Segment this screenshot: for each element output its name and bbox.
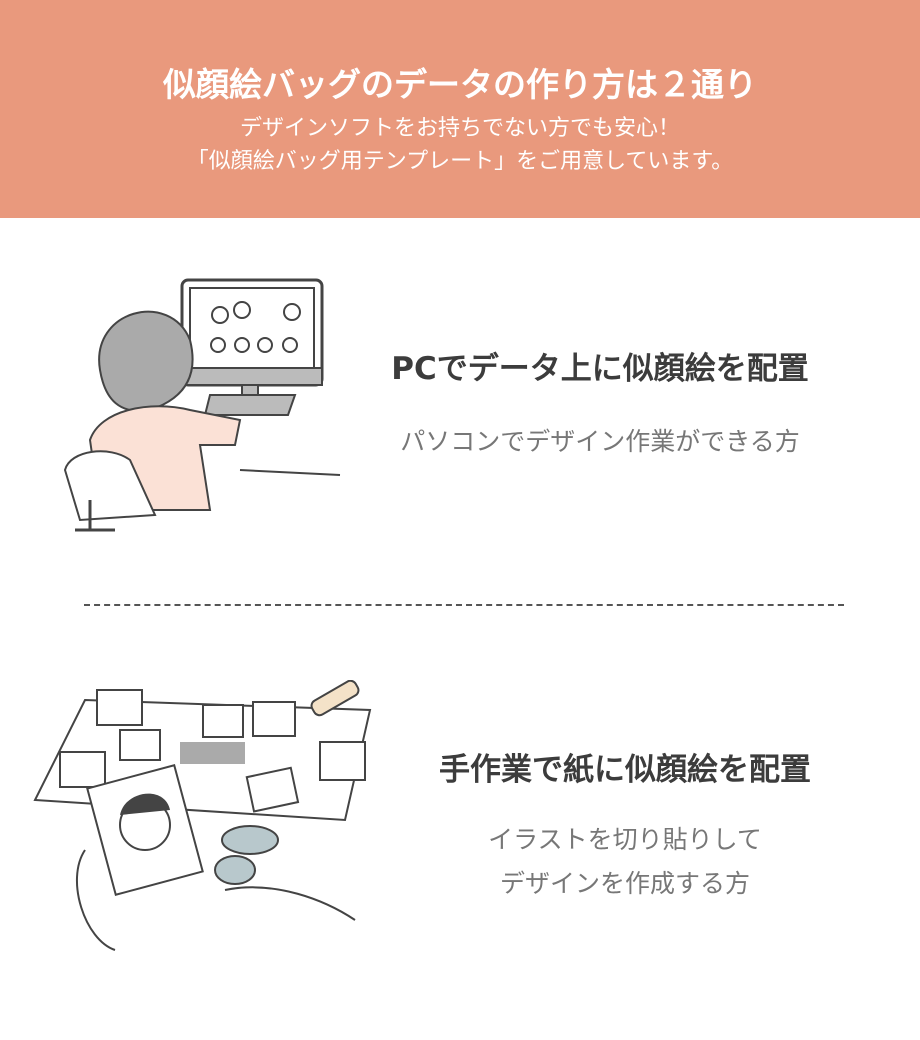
method-pc-heading: PCでデータ上に似顔絵を配置 [391, 351, 809, 387]
method-manual-desc: イラストを切り貼りして デザインを作成する方 [380, 818, 870, 906]
section-divider [84, 604, 844, 606]
header-subtitle: デザインソフトをお持ちでない方でも安心！ 「似顔絵バッグ用テンプレート」をご用意… [0, 112, 920, 178]
subtitle-line-2: 「似顔絵バッグ用テンプレート」をご用意しています。 [186, 149, 734, 174]
subtitle-line-1: デザインソフトをお持ちでない方でも安心！ [239, 116, 680, 141]
method-pc-desc: パソコンでデザイン作業ができる方 [340, 420, 860, 464]
person-at-computer-illustration [63, 278, 341, 532]
method-manual-heading: 手作業で紙に似顔絵を配置 [439, 752, 811, 788]
desc-line: デザインを作成する方 [499, 869, 750, 898]
cutting-paper-illustration [33, 680, 372, 951]
desc-line: イラストを切り貼りして [488, 825, 762, 854]
header-banner: 似顔絵バッグのデータの作り方は２通り デザインソフトをお持ちでない方でも安心！ … [0, 0, 920, 218]
page-title: 似顔絵バッグのデータの作り方は２通り [163, 65, 757, 104]
desc-line: パソコンでデザイン作業ができる方 [400, 427, 800, 456]
